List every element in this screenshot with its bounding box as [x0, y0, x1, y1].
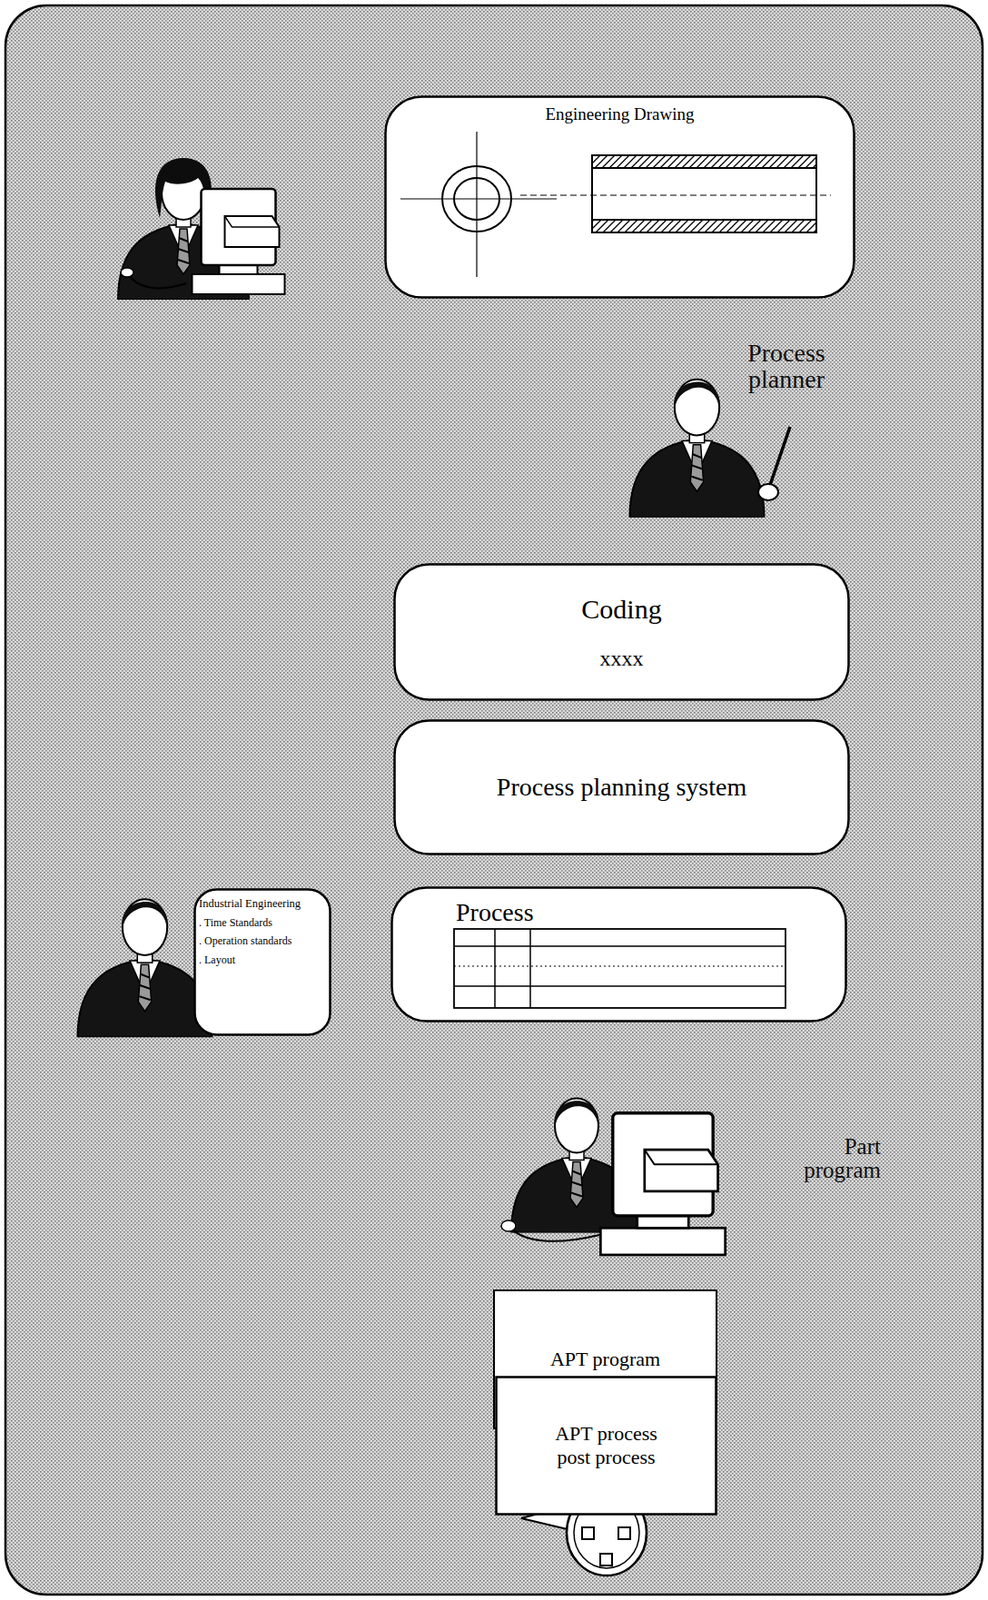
box-title: Coding — [581, 592, 662, 626]
role-label: Process planner — [722, 339, 850, 394]
box-text: xxxx — [600, 645, 644, 672]
box-text: . Layout — [198, 953, 236, 967]
notice-board: Industrial Engineering . Time Standards . … — [193, 888, 332, 1037]
processor-box: APT process post process — [494, 1375, 718, 1516]
box-outline — [393, 563, 850, 702]
box-title: Industrial Engineering — [198, 897, 301, 911]
box-text: . Time Standards — [198, 916, 273, 929]
coding-box: Coding xxxx — [393, 563, 850, 702]
process-box: Process — [390, 886, 848, 1023]
box-title: Process planning system — [496, 771, 747, 803]
box-title: APT process post process — [538, 1422, 675, 1471]
role-label: Part program — [786, 1135, 881, 1184]
engineering-drawing-figure — [384, 95, 856, 299]
box-text: . Operation standards — [198, 934, 292, 948]
drawing-box: Engineering Drawing — [384, 95, 856, 299]
system-box: Process planning system — [393, 719, 850, 856]
box-title: Engineering Drawing — [544, 104, 694, 126]
box-title: Process — [455, 897, 534, 929]
box-title: APT program — [550, 1347, 661, 1372]
